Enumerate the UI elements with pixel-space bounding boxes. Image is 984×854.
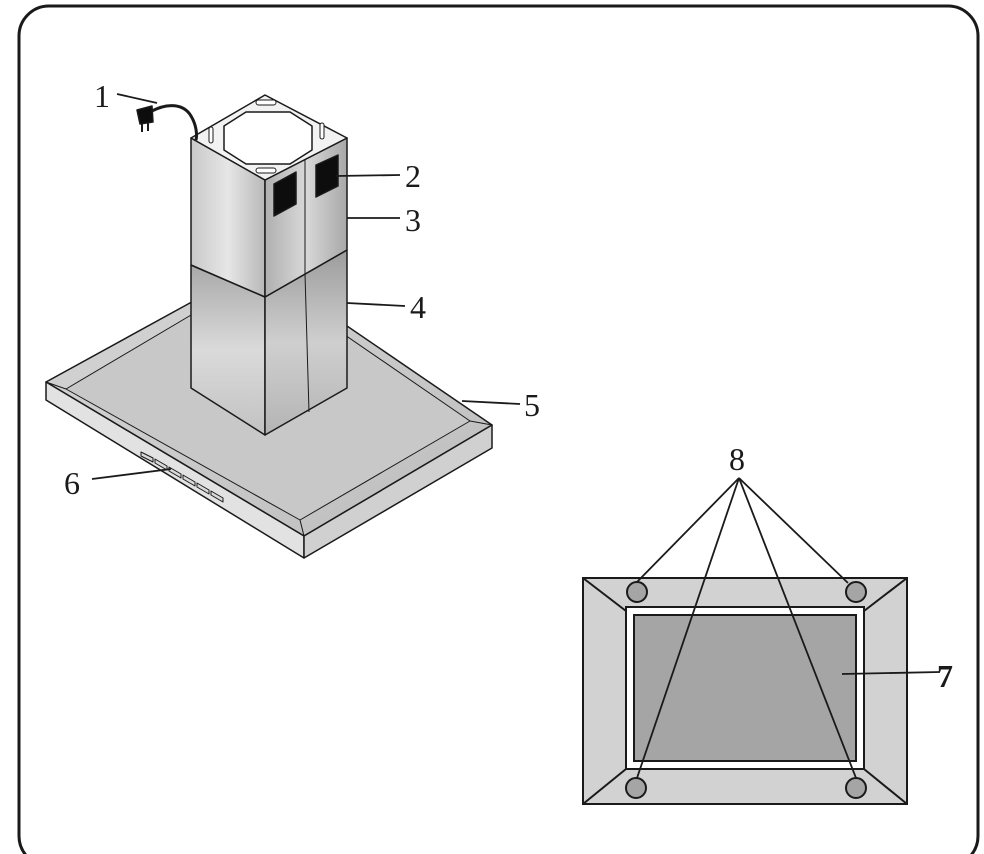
callout-8: 8 <box>729 441 745 477</box>
leader-line-1 <box>116 93 158 104</box>
exhaust-outlet <box>223 111 313 165</box>
air-vent <box>315 154 339 198</box>
callout-2: 2 <box>405 158 421 194</box>
frame-corner-line <box>582 768 627 805</box>
callout-3: 3 <box>405 202 421 238</box>
leader-line-8 <box>738 477 849 584</box>
cooker-hood-illustration <box>45 94 493 559</box>
chimney-lower <box>190 249 348 436</box>
canopy-bevel-line <box>469 420 493 426</box>
leader-line-5 <box>461 400 521 405</box>
hood-leader-lines <box>91 93 521 480</box>
fixing-clip <box>845 777 867 799</box>
chimney-lower-seam <box>304 273 310 413</box>
cable-wire <box>149 104 198 141</box>
leader-line-7 <box>841 671 941 675</box>
control-button <box>140 451 154 463</box>
canopy-bevel-line <box>299 519 305 537</box>
callout-5: 5 <box>524 387 540 423</box>
frame-corner-line <box>863 768 908 805</box>
mounting-slot <box>255 167 277 174</box>
canopy-bevel-line <box>45 381 67 390</box>
power-cable <box>136 104 198 141</box>
fixing-clip <box>625 777 647 799</box>
leader-line-2 <box>335 174 401 177</box>
grease-filter-illustration <box>582 577 908 805</box>
callout-1: 1 <box>94 78 110 114</box>
mounting-slot <box>208 126 214 144</box>
filter-mesh <box>633 614 857 762</box>
leader-line-8 <box>738 477 857 779</box>
leader-line-4 <box>346 302 406 307</box>
frame-corner-line <box>863 577 908 612</box>
mounting-slot <box>255 99 277 106</box>
filter-callout-labels: 7 8 <box>729 441 953 694</box>
leader-line-8 <box>636 477 740 583</box>
air-vent <box>273 171 297 217</box>
callout-7: 7 <box>937 658 953 694</box>
hood-callout-labels: 1 2 3 4 5 6 <box>64 78 540 501</box>
callout-4: 4 <box>410 289 426 325</box>
fixing-clip <box>626 581 648 603</box>
control-button <box>182 474 196 487</box>
leader-line-6 <box>91 468 172 480</box>
frame-corner-line <box>582 577 627 612</box>
control-panel <box>140 451 224 503</box>
control-button <box>210 490 224 503</box>
plug-icon <box>136 105 154 125</box>
callout-6: 6 <box>64 465 80 501</box>
leader-line-8 <box>636 477 740 779</box>
mounting-slot <box>319 122 325 140</box>
filter-leader-lines <box>636 477 941 779</box>
canopy-right-edge <box>303 424 493 559</box>
fixing-clip <box>845 581 867 603</box>
chimney-upper <box>190 94 348 298</box>
control-button <box>196 482 210 495</box>
